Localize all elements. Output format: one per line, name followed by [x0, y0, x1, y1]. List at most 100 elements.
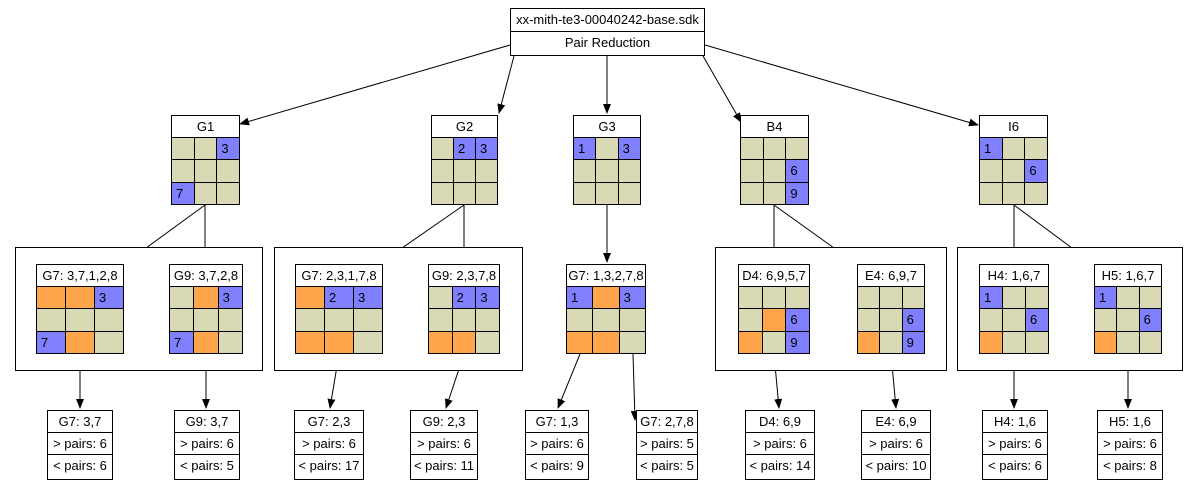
cell-digit: 6 [790, 312, 798, 328]
grid-cell [37, 309, 65, 331]
cell-digit: 3 [358, 290, 366, 305]
grid-cell [66, 309, 94, 331]
grid-cell: 1 [1095, 287, 1117, 309]
result-node-r5: G7: 1,3> pairs: 6< pairs: 9 [525, 410, 589, 480]
cell-digit: 9 [906, 334, 914, 350]
grid-cell [739, 331, 762, 353]
cell-digit: 9 [790, 334, 798, 350]
cell-digit: 7 [41, 334, 49, 350]
result-node-r7: D4: 6,9> pairs: 6< pairs: 14 [745, 410, 815, 480]
result-node-r10: H5: 1,6> pairs: 6< pairs: 8 [1097, 410, 1163, 480]
grid-cell [880, 309, 902, 331]
grid-cell [476, 160, 497, 182]
grid-node-label: G9: 3,7,2,8 [169, 264, 243, 287]
grid-cell: 2 [454, 138, 475, 160]
grid-cell: 9 [902, 331, 924, 353]
grid-cell [1117, 287, 1139, 309]
grid-cell: 3 [619, 287, 645, 309]
grid-cell [452, 331, 476, 353]
grid-cell [1002, 160, 1025, 182]
grid-cell [1139, 287, 1161, 309]
cell-digit: 3 [221, 141, 229, 156]
grid-cell [574, 182, 596, 204]
cell-digit: 3 [480, 290, 488, 305]
grid-node-label: G2 [431, 115, 498, 138]
root-subtitle: Pair Reduction [511, 31, 704, 54]
grid-cell [218, 331, 242, 353]
grid-cell [454, 160, 475, 182]
grid-cell [741, 182, 763, 204]
grid-cell [1026, 287, 1048, 309]
grid-cell [354, 331, 382, 353]
grid-node-label: G9: 2,3,7,8 [428, 264, 500, 287]
grid-cell [980, 309, 1002, 331]
grid-cell [880, 287, 902, 309]
grid-cell [476, 309, 499, 331]
grid-cell [1003, 287, 1025, 309]
cell-digit: 6 [1030, 312, 1038, 328]
result-node-r1: G7: 3,7> pairs: 6< pairs: 6 [47, 410, 113, 480]
cell-digit: 3 [480, 141, 488, 156]
result-label: G9: 3,7 [185, 414, 229, 429]
grid-cell: 6 [1026, 309, 1048, 331]
grid-cell [1003, 331, 1025, 353]
cell-digit: 3 [222, 290, 230, 305]
grid-cell [354, 309, 382, 331]
grid-cell [432, 182, 453, 204]
grid-cell [1002, 182, 1025, 204]
grid-cell [596, 138, 618, 160]
result-gt-pairs: > pairs: 6 [411, 432, 477, 454]
grid-node-label: E4: 6,9,7 [857, 264, 925, 287]
result-node-r2: G9: 3,7> pairs: 6< pairs: 5 [174, 410, 240, 480]
grid-cell [574, 160, 596, 182]
grid-cell [567, 331, 593, 353]
grid-cell [170, 309, 194, 331]
grid-cell [858, 309, 880, 331]
grid-cell [763, 160, 786, 182]
result-node-r8: E4: 6,9> pairs: 6< pairs: 10 [861, 410, 931, 480]
grid-cell: 6 [902, 309, 924, 331]
grid-cell [762, 287, 786, 309]
grid-cell [296, 331, 324, 353]
cell-digit: 1 [984, 141, 992, 156]
result-lt-pairs: < pairs: 5 [637, 454, 697, 476]
grid-cell [980, 331, 1002, 353]
grid-node-label: B4 [740, 115, 809, 138]
grid-cell [596, 160, 618, 182]
grid-cell [1117, 331, 1139, 353]
grid-cell [762, 309, 786, 331]
grid-cell [429, 331, 452, 353]
grid-node-label: G1 [171, 115, 240, 138]
result-gt-pairs: > pairs: 6 [862, 432, 930, 454]
grid-cell [619, 309, 645, 331]
result-gt-pairs: > pairs: 5 [637, 432, 697, 454]
grid-node-label: G7: 1,3,2,7,8 [566, 264, 646, 287]
result-lt-pairs: < pairs: 10 [862, 454, 930, 476]
cell-digit: 7 [174, 334, 182, 350]
grid-cell [902, 287, 924, 309]
result-gt-pairs: > pairs: 6 [526, 432, 588, 454]
grid-cell [980, 160, 1002, 182]
grid-cell [786, 287, 809, 309]
grid-cell [1025, 182, 1047, 204]
result-lt-pairs: < pairs: 5 [175, 454, 239, 476]
cell-digit: 1 [578, 141, 586, 156]
grid-cell: 3 [354, 287, 382, 309]
grid-cell: 7 [170, 331, 194, 353]
result-lt-pairs: < pairs: 14 [746, 454, 814, 476]
result-label: D4: 6,9 [759, 414, 801, 429]
cell-digit: 2 [456, 290, 464, 305]
